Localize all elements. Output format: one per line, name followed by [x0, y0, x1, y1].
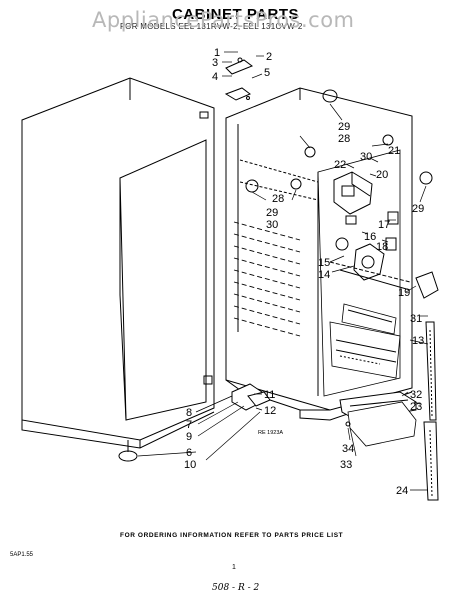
- callout-20: 20: [376, 169, 388, 181]
- leader-lines: [137, 51, 429, 491]
- page-number: 1: [232, 564, 236, 571]
- callout-4: 4: [212, 71, 218, 83]
- callout-17: 17: [378, 219, 390, 231]
- callout-24: 24: [396, 485, 408, 497]
- callout-7: 7: [186, 419, 192, 431]
- callout-31: 31: [410, 313, 422, 325]
- callout-1: 1: [214, 47, 220, 59]
- diagram-title: CABINET PARTS: [172, 6, 300, 23]
- callout-12: 12: [264, 405, 276, 417]
- door-panel: [21, 77, 215, 449]
- callout-13: 13: [412, 335, 424, 347]
- callout-22: 22: [334, 159, 346, 171]
- callout-3: 3: [212, 57, 218, 69]
- callout-28-a: 28: [338, 133, 350, 145]
- model-subtitle: FOR MODELS EEL 131RVW-2, EEL 131CVW-2: [120, 22, 303, 31]
- callout-18: 18: [376, 241, 388, 253]
- callout-32: 32: [410, 389, 422, 401]
- trim-and-kickplate: [339, 321, 439, 501]
- callout-2: 2: [266, 51, 272, 63]
- watermark: AppliancePartsPros.com: [92, 8, 355, 32]
- callout-15: 15: [318, 257, 330, 269]
- callout-30-a: 30: [360, 151, 372, 163]
- callout-8: 8: [186, 407, 192, 419]
- callout-29-b: 29: [412, 203, 424, 215]
- callout-33: 33: [340, 459, 352, 471]
- document-code: 508 - R - 2: [212, 583, 260, 593]
- callout-34: 34: [342, 443, 354, 455]
- callout-14: 14: [318, 269, 330, 281]
- callout-numbers: 1 2 3 4 5 29 28 30 21 22 20 29 17 28 29 …: [184, 47, 424, 497]
- side-code: 5AP1.55: [10, 552, 34, 558]
- callout-29-a: 29: [338, 121, 350, 133]
- ordering-note: FOR ORDERING INFORMATION REFER TO PARTS …: [120, 532, 344, 539]
- callout-19: 19: [398, 287, 410, 299]
- callout-21: 21: [388, 145, 400, 157]
- callout-16: 16: [364, 231, 376, 243]
- callout-5: 5: [264, 67, 270, 79]
- top-hinge-assembly: [224, 57, 254, 101]
- callout-11: 11: [264, 389, 275, 401]
- callout-9: 9: [186, 431, 192, 443]
- control-housing: [329, 171, 411, 291]
- callout-10: 10: [184, 459, 196, 471]
- callout-30-b: 30: [266, 219, 278, 231]
- cabinet-body: [225, 87, 413, 421]
- callout-23: 23: [410, 401, 422, 413]
- callout-29-c: 29: [266, 207, 278, 219]
- callout-6: 6: [186, 447, 192, 459]
- feet-and-hinge-parts: [118, 89, 439, 462]
- callout-28-b: 28: [272, 193, 284, 205]
- figure-code: RE 1923A: [258, 430, 284, 436]
